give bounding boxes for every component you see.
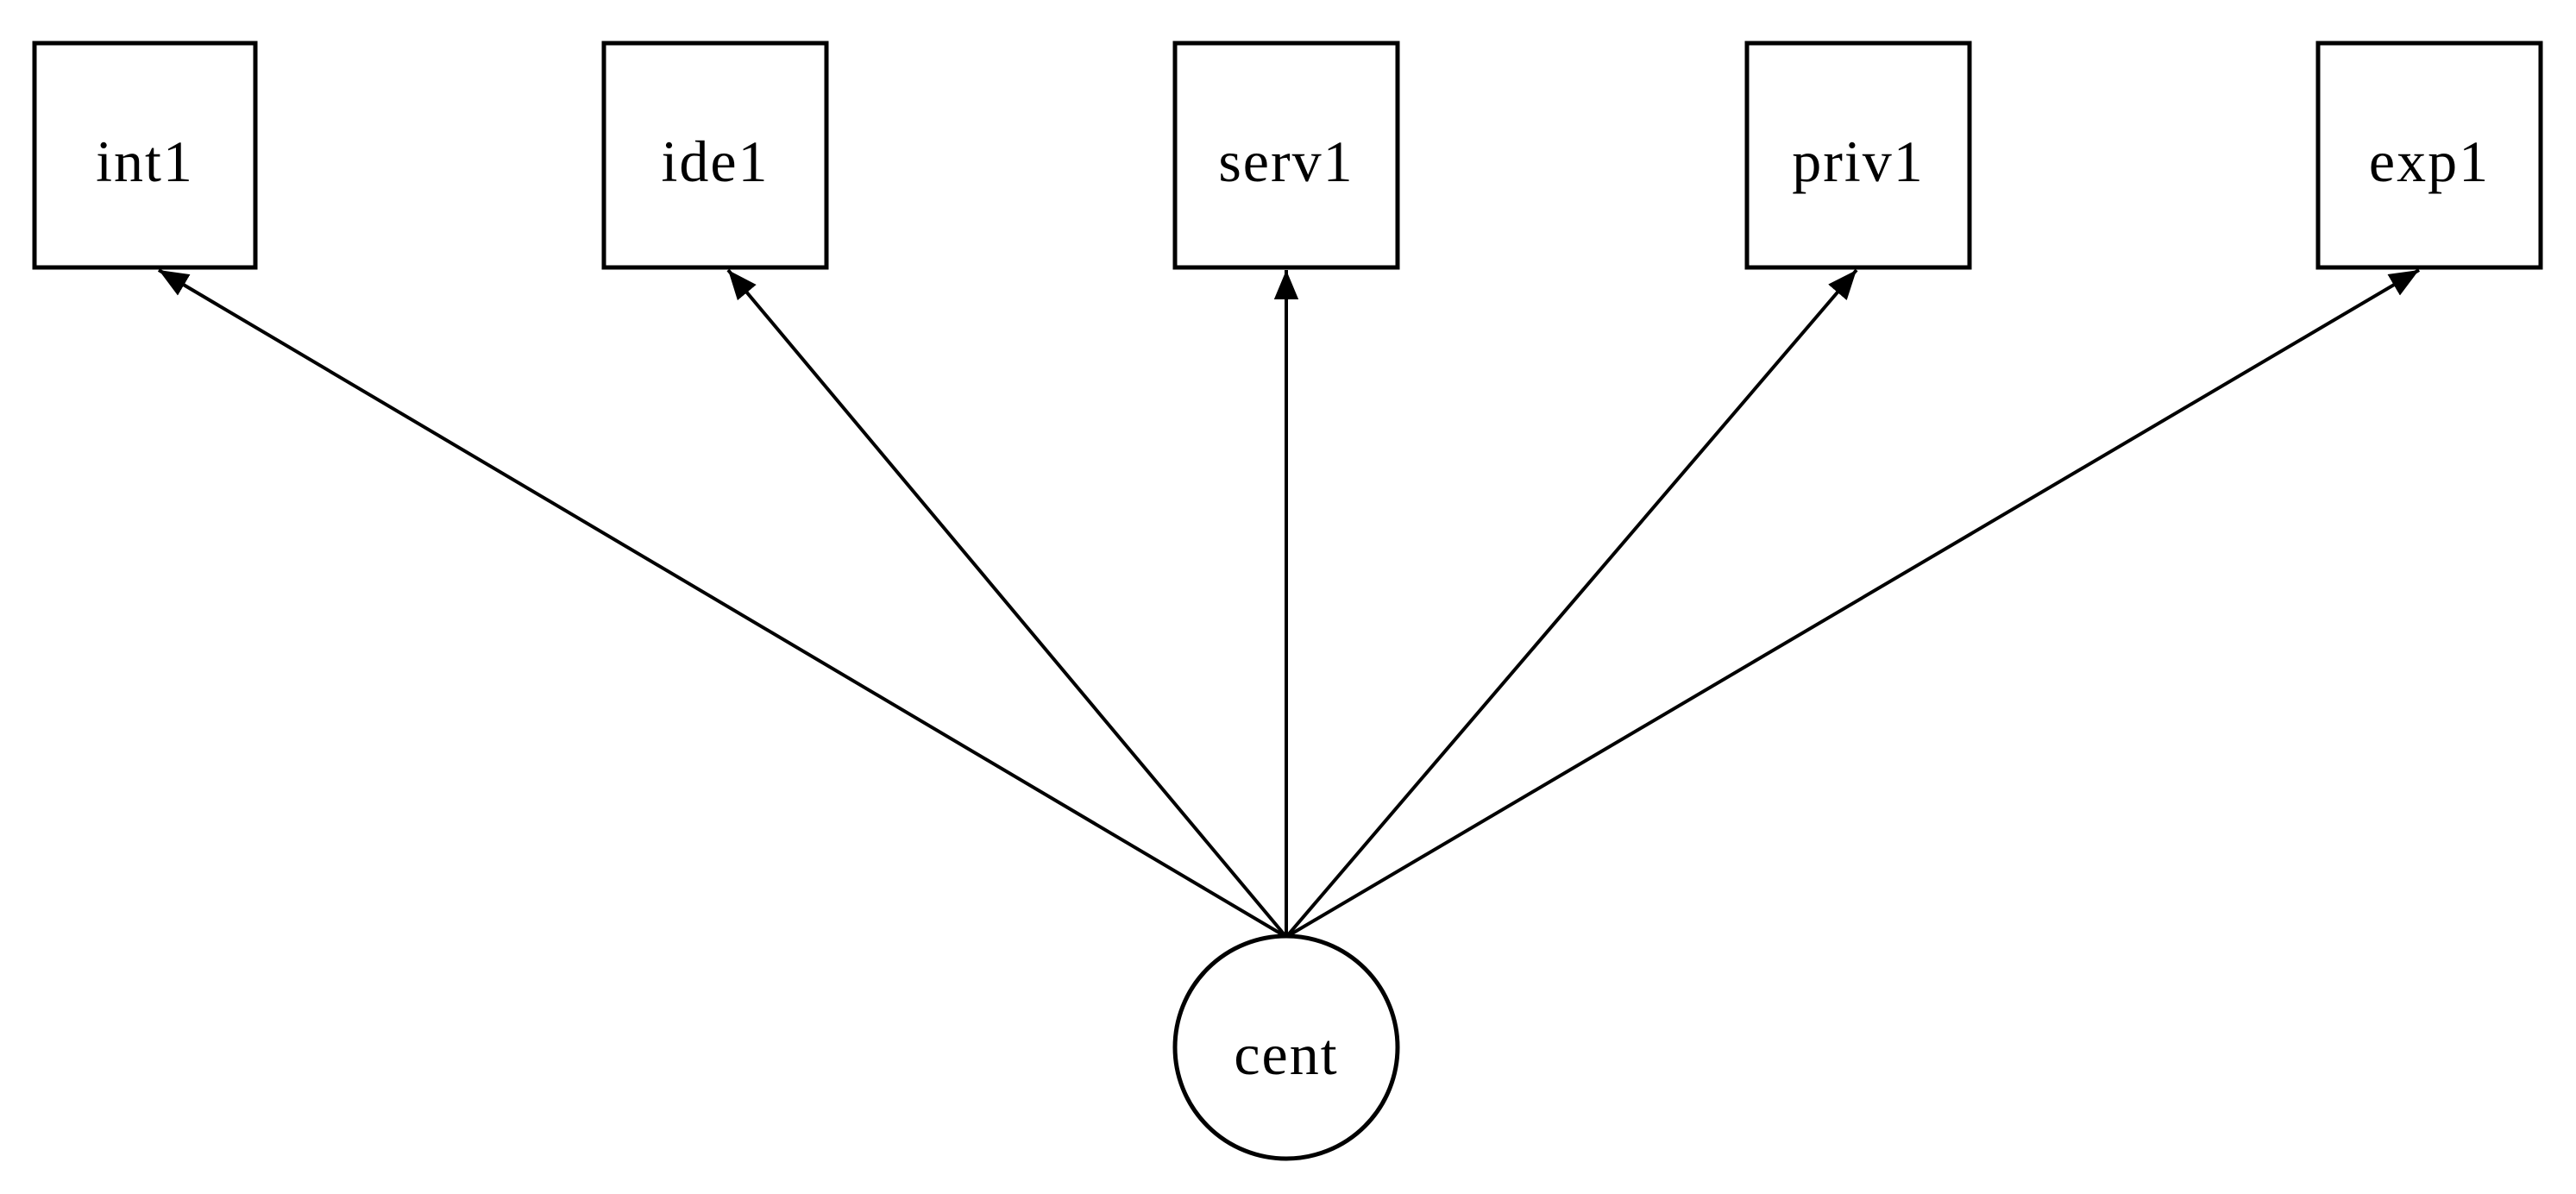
node-label-exp1: exp1: [2369, 129, 2490, 194]
edge-group: [157, 268, 2421, 939]
edge-cent-int1: [157, 268, 1288, 939]
node-exp1: [2315, 41, 2543, 270]
edge-cent-priv1: [1285, 268, 1858, 939]
edge-cent-ide1: [726, 268, 1288, 939]
node-label-int1: int1: [96, 129, 194, 194]
node-label-serv1: serv1: [1218, 129, 1354, 194]
label-group: int1 ide1 serv1 priv1 exp1 cent: [96, 129, 2490, 1087]
edge-cent-exp1: [1285, 268, 2421, 939]
node-int1: [32, 41, 258, 270]
node-priv1: [1744, 41, 1972, 270]
node-label-ide1: ide1: [661, 129, 769, 194]
node-cent: [1172, 933, 1400, 1161]
node-serv1: [1172, 41, 1400, 270]
node-ide1: [601, 41, 829, 270]
node-label-priv1: priv1: [1792, 129, 1925, 194]
node-group: [32, 41, 2543, 1161]
node-label-cent: cent: [1234, 1021, 1338, 1087]
